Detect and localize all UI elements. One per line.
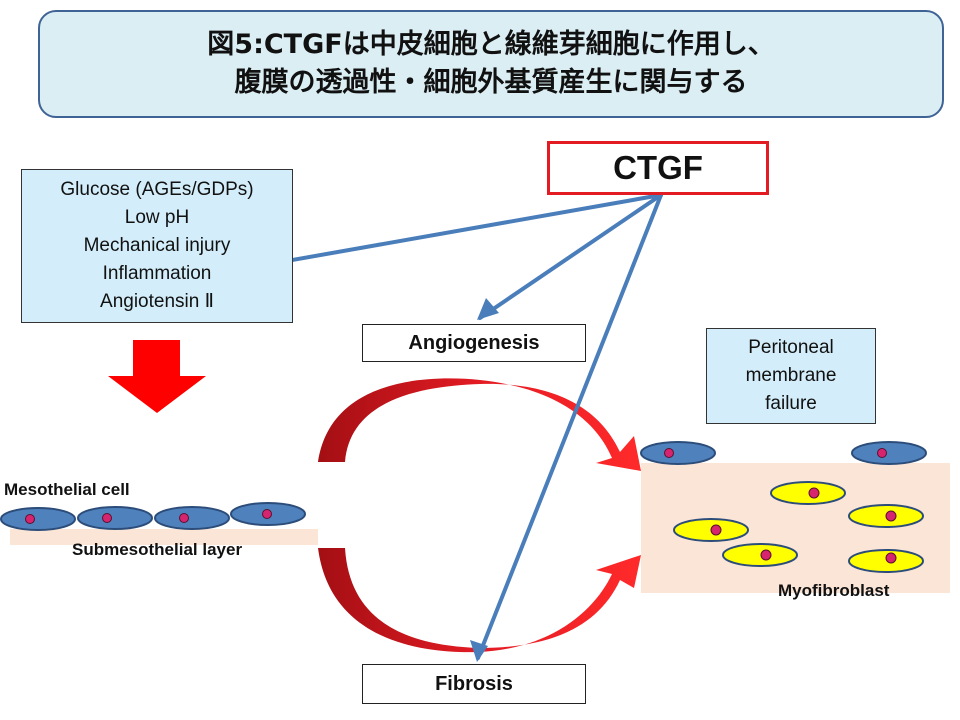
- causes-box: Glucose (AGEs/GDPs) Low pH Mechanical in…: [21, 169, 293, 323]
- cause-item: Glucose (AGEs/GDPs): [60, 179, 254, 200]
- mesothelial-cell: [640, 441, 716, 465]
- residual-mesothelial-cells: [640, 441, 927, 465]
- cause-item: Low pH: [124, 207, 190, 228]
- myofibroblast-cell: [722, 543, 798, 567]
- arrow-ctgf-to-angiogenesis: [478, 193, 663, 320]
- arrow-ctgf-to-fibrosis: [476, 193, 663, 660]
- arrowhead-angiogenesis-icon: [477, 298, 499, 320]
- pmf-line: membrane: [745, 365, 837, 386]
- fibrosis-box: Fibrosis: [362, 664, 586, 704]
- mesothelial-cell-label: Mesothelial cell: [4, 480, 130, 499]
- arrowhead-fibrosis-icon: [470, 640, 488, 662]
- myofibroblast-label: Myofibroblast: [778, 581, 890, 600]
- ctgf-box: CTGF: [547, 141, 769, 195]
- title-banner: 図5:CTGFは中皮細胞と線維芽細胞に作用し、 腹膜の透過性・細胞外基質産生に関…: [38, 10, 944, 118]
- mesothelial-cell: [77, 506, 153, 530]
- down-arrow-icon: [108, 340, 206, 413]
- pmf-line: Peritoneal: [748, 337, 834, 358]
- title-line-2: 腹膜の透過性・細胞外基質産生に関与する: [234, 67, 748, 98]
- pmf-line: failure: [765, 393, 817, 414]
- myofibroblast-cluster: [673, 481, 924, 573]
- curved-arrow-lower: [318, 548, 641, 653]
- curved-arrow-upper: [318, 378, 641, 471]
- mesothelial-cell: [851, 441, 927, 465]
- cause-item: Inflammation: [102, 263, 212, 284]
- arrow-ctgf-to-causes: [245, 193, 663, 270]
- myofibroblast-cell: [848, 549, 924, 573]
- myofibroblast-cell: [770, 481, 846, 505]
- cause-item: Angiotensin Ⅱ: [100, 291, 214, 312]
- mesothelial-cell: [154, 506, 230, 530]
- cause-item: Mechanical injury: [83, 235, 231, 256]
- mesothelial-cell-layer: [0, 502, 306, 531]
- angiogenesis-box: Angiogenesis: [362, 324, 586, 362]
- submesothelial-layer-band: [10, 529, 318, 545]
- title-line-1: 図5:CTGFは中皮細胞と線維芽細胞に作用し、: [207, 29, 775, 60]
- submesothelial-layer-label: Submesothelial layer: [72, 540, 243, 559]
- mesothelial-cell: [0, 507, 76, 531]
- peritoneal-membrane-failure-box: Peritoneal membrane failure: [706, 328, 876, 424]
